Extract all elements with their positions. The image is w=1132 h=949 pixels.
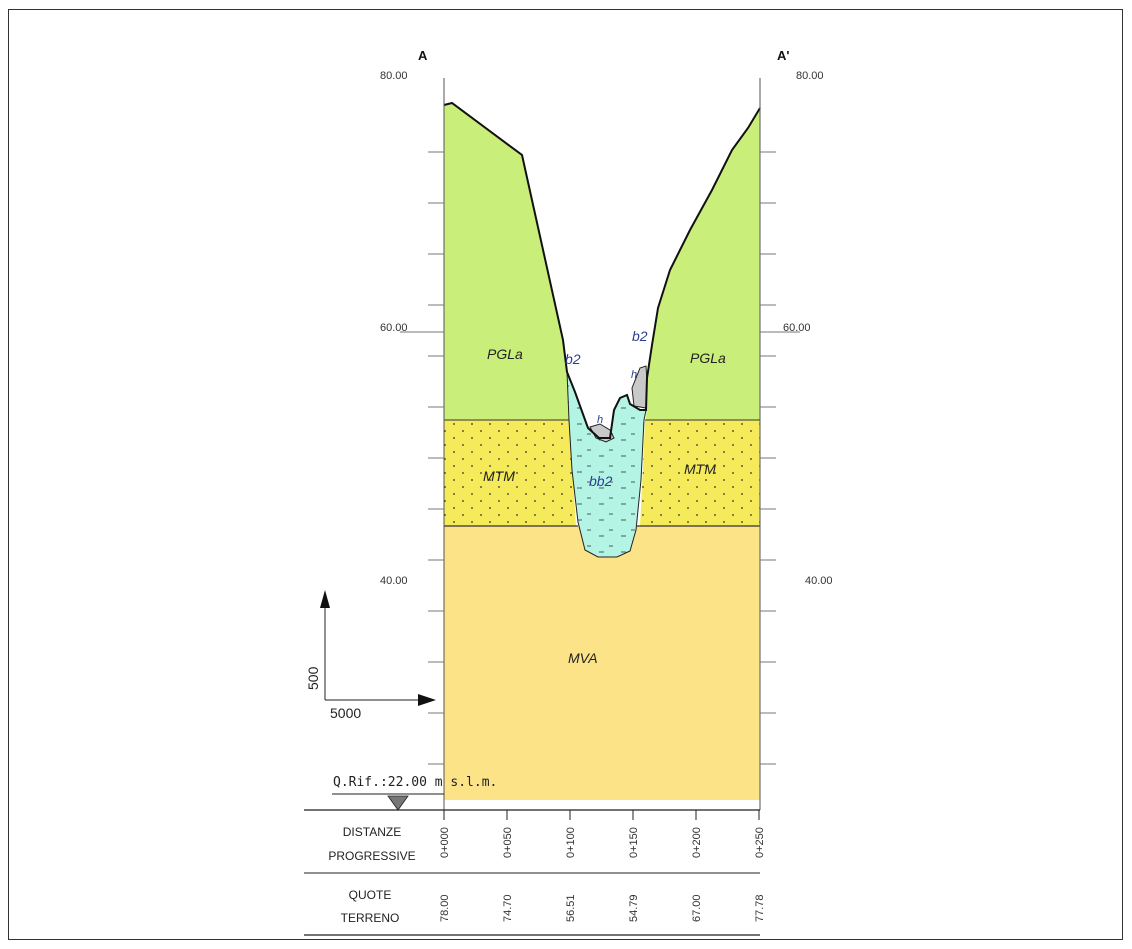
pgla-layer-left <box>444 103 587 428</box>
elevation-value: 56.51 <box>565 894 577 922</box>
label-mtm-left: MTM <box>483 468 515 484</box>
elevation-value: 78.00 <box>439 894 451 922</box>
label-pgla-right: PGLa <box>690 350 726 366</box>
table-columns: 0+000 78.00 0+050 74.70 0+100 56.51 0+150 54.79… <box>439 810 766 922</box>
label-mva: MVA <box>568 650 598 666</box>
label-mtm-right: MTM <box>684 461 716 477</box>
label-h-left: h <box>597 414 603 426</box>
distance-value: 0+100 <box>565 827 577 858</box>
left-axis-ticks <box>400 151 444 765</box>
elevation-value: 77.78 <box>754 894 766 922</box>
reference-marker-icon <box>387 795 409 811</box>
distance-value: 0+000 <box>439 827 451 858</box>
distance-value: 0+050 <box>502 827 514 858</box>
label-h-right: h <box>631 369 637 381</box>
elev-right-40: 40.00 <box>805 575 833 587</box>
elev-right-80: 80.00 <box>796 70 824 82</box>
mtm-layer <box>444 420 576 526</box>
reference-level: Q.Rif.:22.00 m s.l.m. <box>333 775 497 790</box>
right-axis-ticks <box>760 151 800 765</box>
elevation-value: 67.00 <box>691 894 703 922</box>
label-b2-left: b2 <box>565 351 581 367</box>
label-bb2: bb2 <box>589 473 613 489</box>
profile-table <box>304 872 760 936</box>
section-label-left: A <box>418 48 428 63</box>
distance-value: 0+250 <box>754 827 766 858</box>
elev-right-60: 60.00 <box>783 322 811 334</box>
mva-layer <box>444 526 760 800</box>
label-b2-right: b2 <box>632 328 648 344</box>
distance-value: 0+150 <box>628 827 640 858</box>
row-label-progressive: PROGRESSIVE <box>328 849 415 863</box>
section-label-right: A' <box>777 48 789 63</box>
scale-horizontal: 5000 <box>330 705 361 721</box>
ground-profile <box>443 101 761 439</box>
elevation-value: 54.79 <box>628 894 640 922</box>
row-label-terreno: TERRENO <box>341 911 400 925</box>
distance-value: 0+200 <box>691 827 703 858</box>
elev-left-60: 60.00 <box>380 322 408 334</box>
mtm-layer-right <box>640 420 760 526</box>
elev-left-40: 40.00 <box>380 575 408 587</box>
label-pgla-left: PGLa <box>487 346 523 362</box>
pgla-layer-right <box>646 108 760 420</box>
scale-indicator <box>320 590 436 706</box>
row-label-distanze: DISTANZE <box>343 825 401 839</box>
scale-vertical: 500 <box>305 666 321 690</box>
row-label-quote: QUOTE <box>349 888 392 902</box>
elevation-value: 74.70 <box>502 894 514 922</box>
elev-left-80: 80.00 <box>380 70 408 82</box>
